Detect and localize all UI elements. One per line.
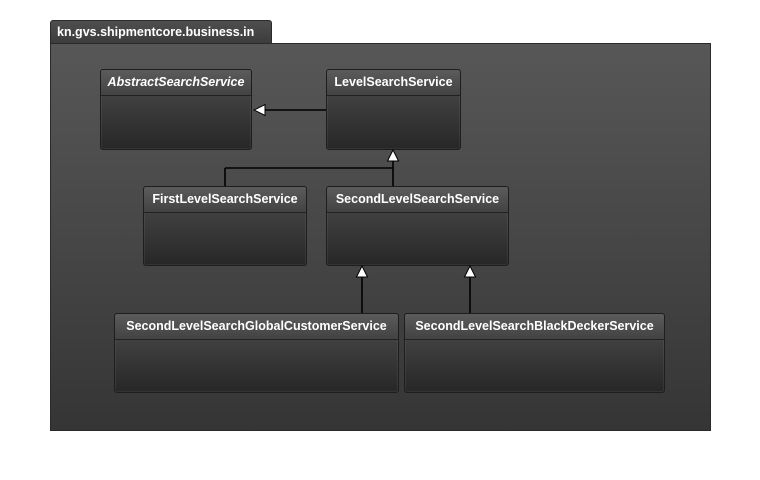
class-name: AbstractSearchService xyxy=(101,70,251,96)
class-first-level-search-service[interactable]: FirstLevelSearchService xyxy=(143,186,307,266)
generalization-arrowhead xyxy=(386,148,400,162)
package-tab: kn.gvs.shipmentcore.business.in xyxy=(50,20,272,44)
class-name: SecondLevelSearchBlackDeckerService xyxy=(405,314,664,340)
generalization-arrowhead xyxy=(463,264,477,278)
class-name: LevelSearchService xyxy=(327,70,460,96)
class-second-level-black-decker-service[interactable]: SecondLevelSearchBlackDeckerService xyxy=(404,313,665,393)
class-second-level-search-service[interactable]: SecondLevelSearchService xyxy=(326,186,509,266)
package-name: kn.gvs.shipmentcore.business.in xyxy=(57,25,255,39)
edge-black-decker-to-second-level xyxy=(463,264,477,313)
edge-level-to-abstract xyxy=(252,103,326,117)
class-name: SecondLevelSearchService xyxy=(327,187,508,213)
generalization-arrowhead xyxy=(252,103,266,117)
class-name: FirstLevelSearchService xyxy=(144,187,306,213)
class-abstract-search-service[interactable]: AbstractSearchService xyxy=(100,69,252,150)
generalization-arrowhead xyxy=(355,264,369,278)
class-name: SecondLevelSearchGlobalCustomerService xyxy=(115,314,398,340)
edge-global-customer-to-second-level xyxy=(355,264,369,313)
class-second-level-global-customer-service[interactable]: SecondLevelSearchGlobalCustomerService xyxy=(114,313,399,393)
edge-children-to-level xyxy=(224,148,400,186)
class-level-search-service[interactable]: LevelSearchService xyxy=(326,69,461,150)
